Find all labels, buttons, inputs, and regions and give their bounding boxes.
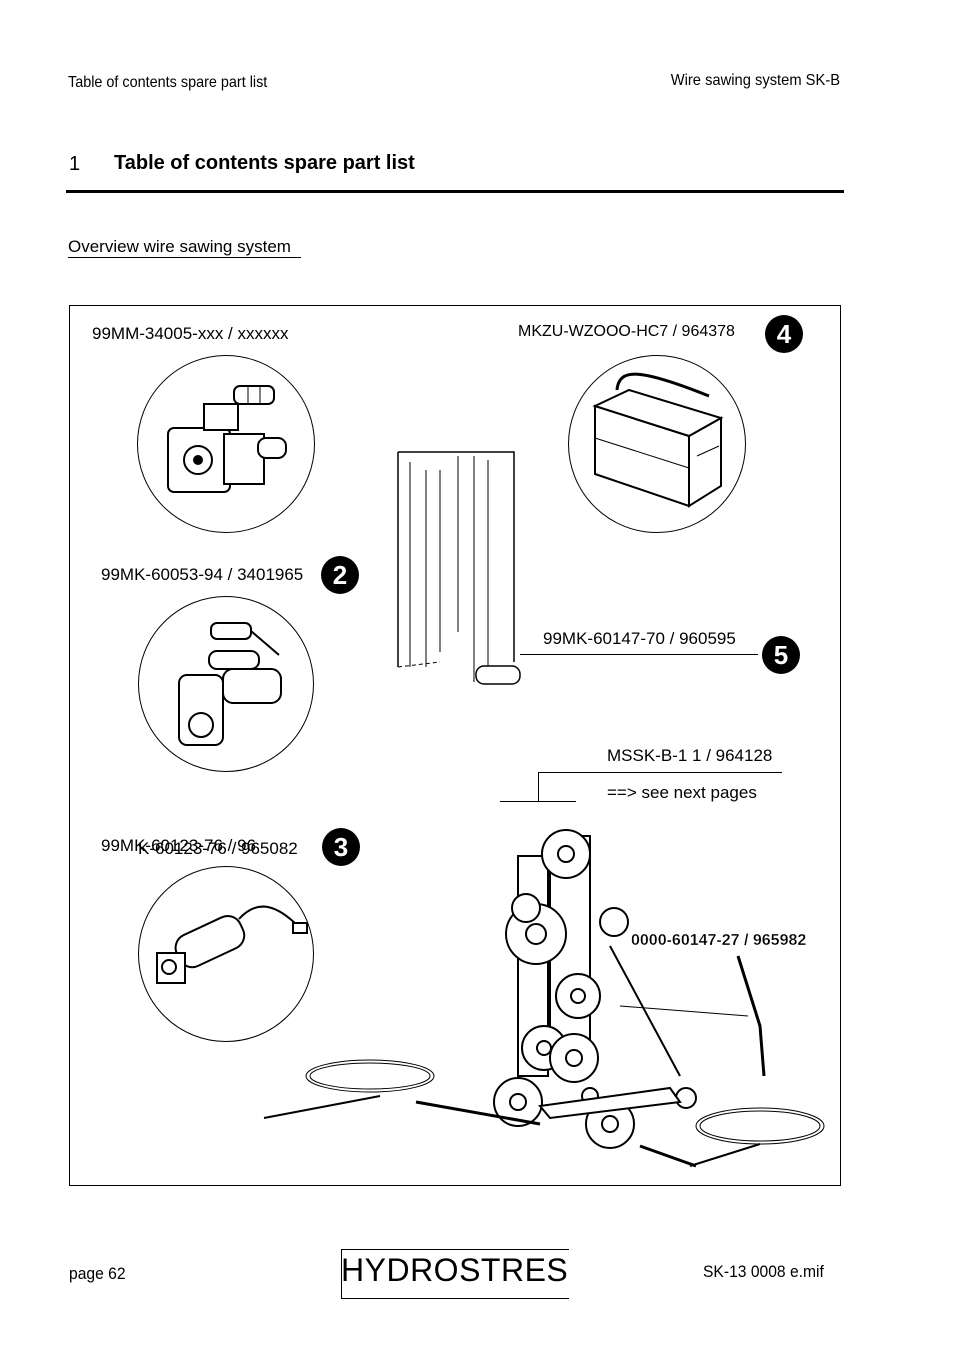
part3-badge: 3 bbox=[322, 828, 360, 866]
part3-label-back: 99MK-60123-76 / 96 bbox=[101, 836, 256, 855]
main-unit-bracket bbox=[500, 801, 576, 802]
part3-illustration-circle bbox=[138, 866, 314, 1042]
part4-illustration-circle bbox=[568, 355, 746, 533]
part3-label-front: K-60123-76 / 965082 bbox=[138, 839, 298, 858]
running-header-right: Wire sawing system SK-B bbox=[670, 72, 840, 89]
part1-label: 99MM-34005-xxx / xxxxxx bbox=[92, 324, 289, 343]
drive-motor-icon bbox=[178, 622, 282, 746]
hydraulic-motor-icon bbox=[167, 385, 287, 493]
overview-figure-frame bbox=[69, 305, 841, 1186]
part5-label: 99MK-60147-70 / 960595 bbox=[543, 629, 736, 648]
document-id: SK-13 0008 e.mif bbox=[703, 1262, 824, 1281]
part2-label: 99MK-60053-94 / 3401965 bbox=[101, 565, 304, 584]
part5-leader-line bbox=[520, 654, 758, 655]
part1-illustration-circle bbox=[137, 355, 315, 533]
main-unit-label: MSSK-B-1 1 / 964128 bbox=[607, 746, 773, 765]
rod-label: 0000-60147-27 / 965982 bbox=[631, 932, 807, 949]
hydraulic-cylinder-icon bbox=[156, 905, 308, 984]
brand-box-top bbox=[341, 1249, 569, 1250]
heading-rule bbox=[66, 190, 844, 193]
wire-bundle-drawing bbox=[397, 451, 521, 685]
part5-badge: 5 bbox=[762, 636, 800, 674]
main-unit-leader-top bbox=[538, 772, 782, 773]
brand-logo-text: HYDROSTRES bbox=[341, 1252, 569, 1288]
running-header-left: Table of contents spare part list bbox=[68, 74, 268, 91]
overview-link[interactable]: Overview wire sawing system bbox=[68, 237, 301, 258]
part4-label: MKZU-WZOOO-HC7 / 964378 bbox=[518, 323, 735, 340]
main-unit-leader-vertical bbox=[538, 772, 539, 802]
part2-illustration-circle bbox=[138, 596, 314, 772]
toolbox-icon bbox=[592, 372, 724, 508]
brand-box-bottom bbox=[341, 1298, 569, 1299]
see-next-pages-note[interactable]: ==> see next pages bbox=[607, 783, 757, 802]
brand-box-left bbox=[341, 1249, 342, 1299]
page-number: page 62 bbox=[69, 1264, 126, 1283]
part4-badge: 4 bbox=[765, 315, 803, 353]
part2-badge: 2 bbox=[321, 556, 359, 594]
wire-saw-machine-drawing bbox=[263, 829, 825, 1168]
section-number: 1 bbox=[69, 153, 81, 175]
section-title: Table of contents spare part list bbox=[114, 152, 415, 174]
